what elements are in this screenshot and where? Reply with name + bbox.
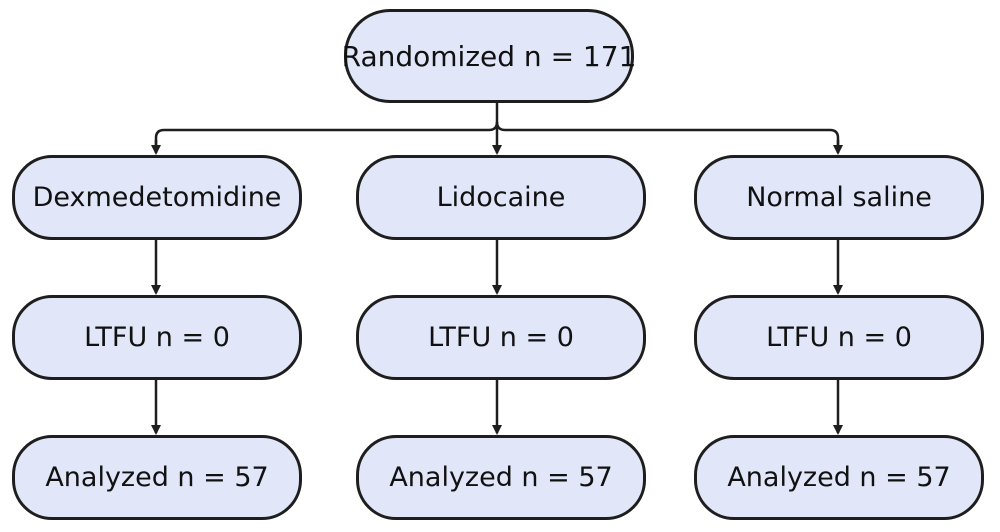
arm-3-ltfu-label: LTFU n = 0 xyxy=(766,322,912,353)
arm-2-analyzed-node: Analyzed n = 57 xyxy=(356,435,646,520)
arm-1-group-node: Dexmedetomidine xyxy=(12,155,302,240)
arm-3-ltfu-node: LTFU n = 0 xyxy=(694,295,984,380)
arm-3-group-label: Normal saline xyxy=(746,182,932,213)
arm-2-analyzed-label: Analyzed n = 57 xyxy=(389,462,613,493)
arm-3-group-node: Normal saline xyxy=(694,155,984,240)
arm-2-group-label: Lidocaine xyxy=(436,182,566,213)
arm-1-analyzed-label: Analyzed n = 57 xyxy=(45,462,269,493)
arm-1-group-label: Dexmedetomidine xyxy=(32,182,282,213)
arm-3-analyzed-label: Analyzed n = 57 xyxy=(727,462,951,493)
arm-1-analyzed-node: Analyzed n = 57 xyxy=(12,435,302,520)
arm-2-group-node: Lidocaine xyxy=(356,155,646,240)
arm-3-analyzed-node: Analyzed n = 57 xyxy=(694,435,984,520)
arm-2-ltfu-node: LTFU n = 0 xyxy=(356,295,646,380)
arm-2-ltfu-label: LTFU n = 0 xyxy=(428,322,574,353)
randomized-node: Randomized n = 171 xyxy=(341,9,637,103)
arm-1-ltfu-label: LTFU n = 0 xyxy=(84,322,230,353)
arm-1-ltfu-node: LTFU n = 0 xyxy=(12,295,302,380)
randomized-label: Randomized n = 171 xyxy=(341,39,637,73)
